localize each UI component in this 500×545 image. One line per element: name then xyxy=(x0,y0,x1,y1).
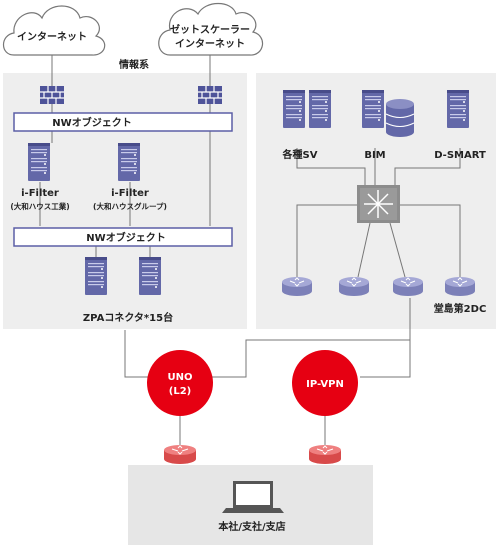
uno-sub-label: (L2) xyxy=(169,386,191,397)
nw-object-bar-bottom xyxy=(13,227,233,247)
nw-object-label-top: NWオブジェクト xyxy=(52,116,131,129)
uno-label: UNO xyxy=(168,372,193,383)
zone-label-info-system: 情報系 xyxy=(119,58,149,71)
server-label-bim: BIM xyxy=(364,150,385,161)
ifilter-name-2: i-Filter xyxy=(111,188,149,199)
zpa-label: ZPAコネクタ*15台 xyxy=(83,311,173,324)
cloud-zscaler-label-2: インターネット xyxy=(175,38,245,50)
ipvpn-label: IP-VPN xyxy=(306,379,344,390)
router-icon xyxy=(163,444,197,465)
laptop-icon xyxy=(222,481,284,513)
router-icon xyxy=(308,444,342,465)
server-icon xyxy=(118,143,140,181)
branch-label: 本社/支社/支店 xyxy=(218,520,285,533)
router-icon xyxy=(281,276,313,297)
database-icon xyxy=(385,99,415,137)
ipvpn-network-circle xyxy=(292,350,358,416)
nw-object-label-bottom: NWオブジェクト xyxy=(86,231,165,244)
cloud-internet-label: インターネット xyxy=(17,31,87,43)
cloud-zscaler-label-1: ゼットスケーラー xyxy=(170,23,250,36)
uno-network-circle xyxy=(147,350,213,416)
ifilter-sub-1: (大和ハウス工業) xyxy=(10,201,69,211)
server-label-various: 各種SV xyxy=(282,148,318,161)
connection-lines xyxy=(39,55,461,446)
server-icon xyxy=(309,90,331,128)
ifilter-name-1: i-Filter xyxy=(21,188,59,199)
server-icon xyxy=(362,90,384,128)
server-icon xyxy=(283,90,305,128)
firewall-icon xyxy=(39,85,65,105)
l3-switch-icon xyxy=(357,185,400,223)
router-icon xyxy=(338,276,370,297)
server-icon xyxy=(28,143,50,181)
server-icon xyxy=(85,257,107,295)
server-label-dsmart: D-SMART xyxy=(434,150,486,161)
server-icon xyxy=(139,257,161,295)
nw-object-bar-top xyxy=(13,112,233,132)
cloud-icon xyxy=(2,5,106,56)
firewall-icon xyxy=(197,85,223,105)
ifilter-sub-2: (大和ハウスグループ) xyxy=(93,201,167,211)
router-icon xyxy=(392,276,424,297)
dojima-dc-label: 堂島第2DC xyxy=(434,302,487,315)
router-icon xyxy=(444,276,476,297)
cloud-icon xyxy=(158,2,263,56)
server-icon xyxy=(447,90,469,128)
